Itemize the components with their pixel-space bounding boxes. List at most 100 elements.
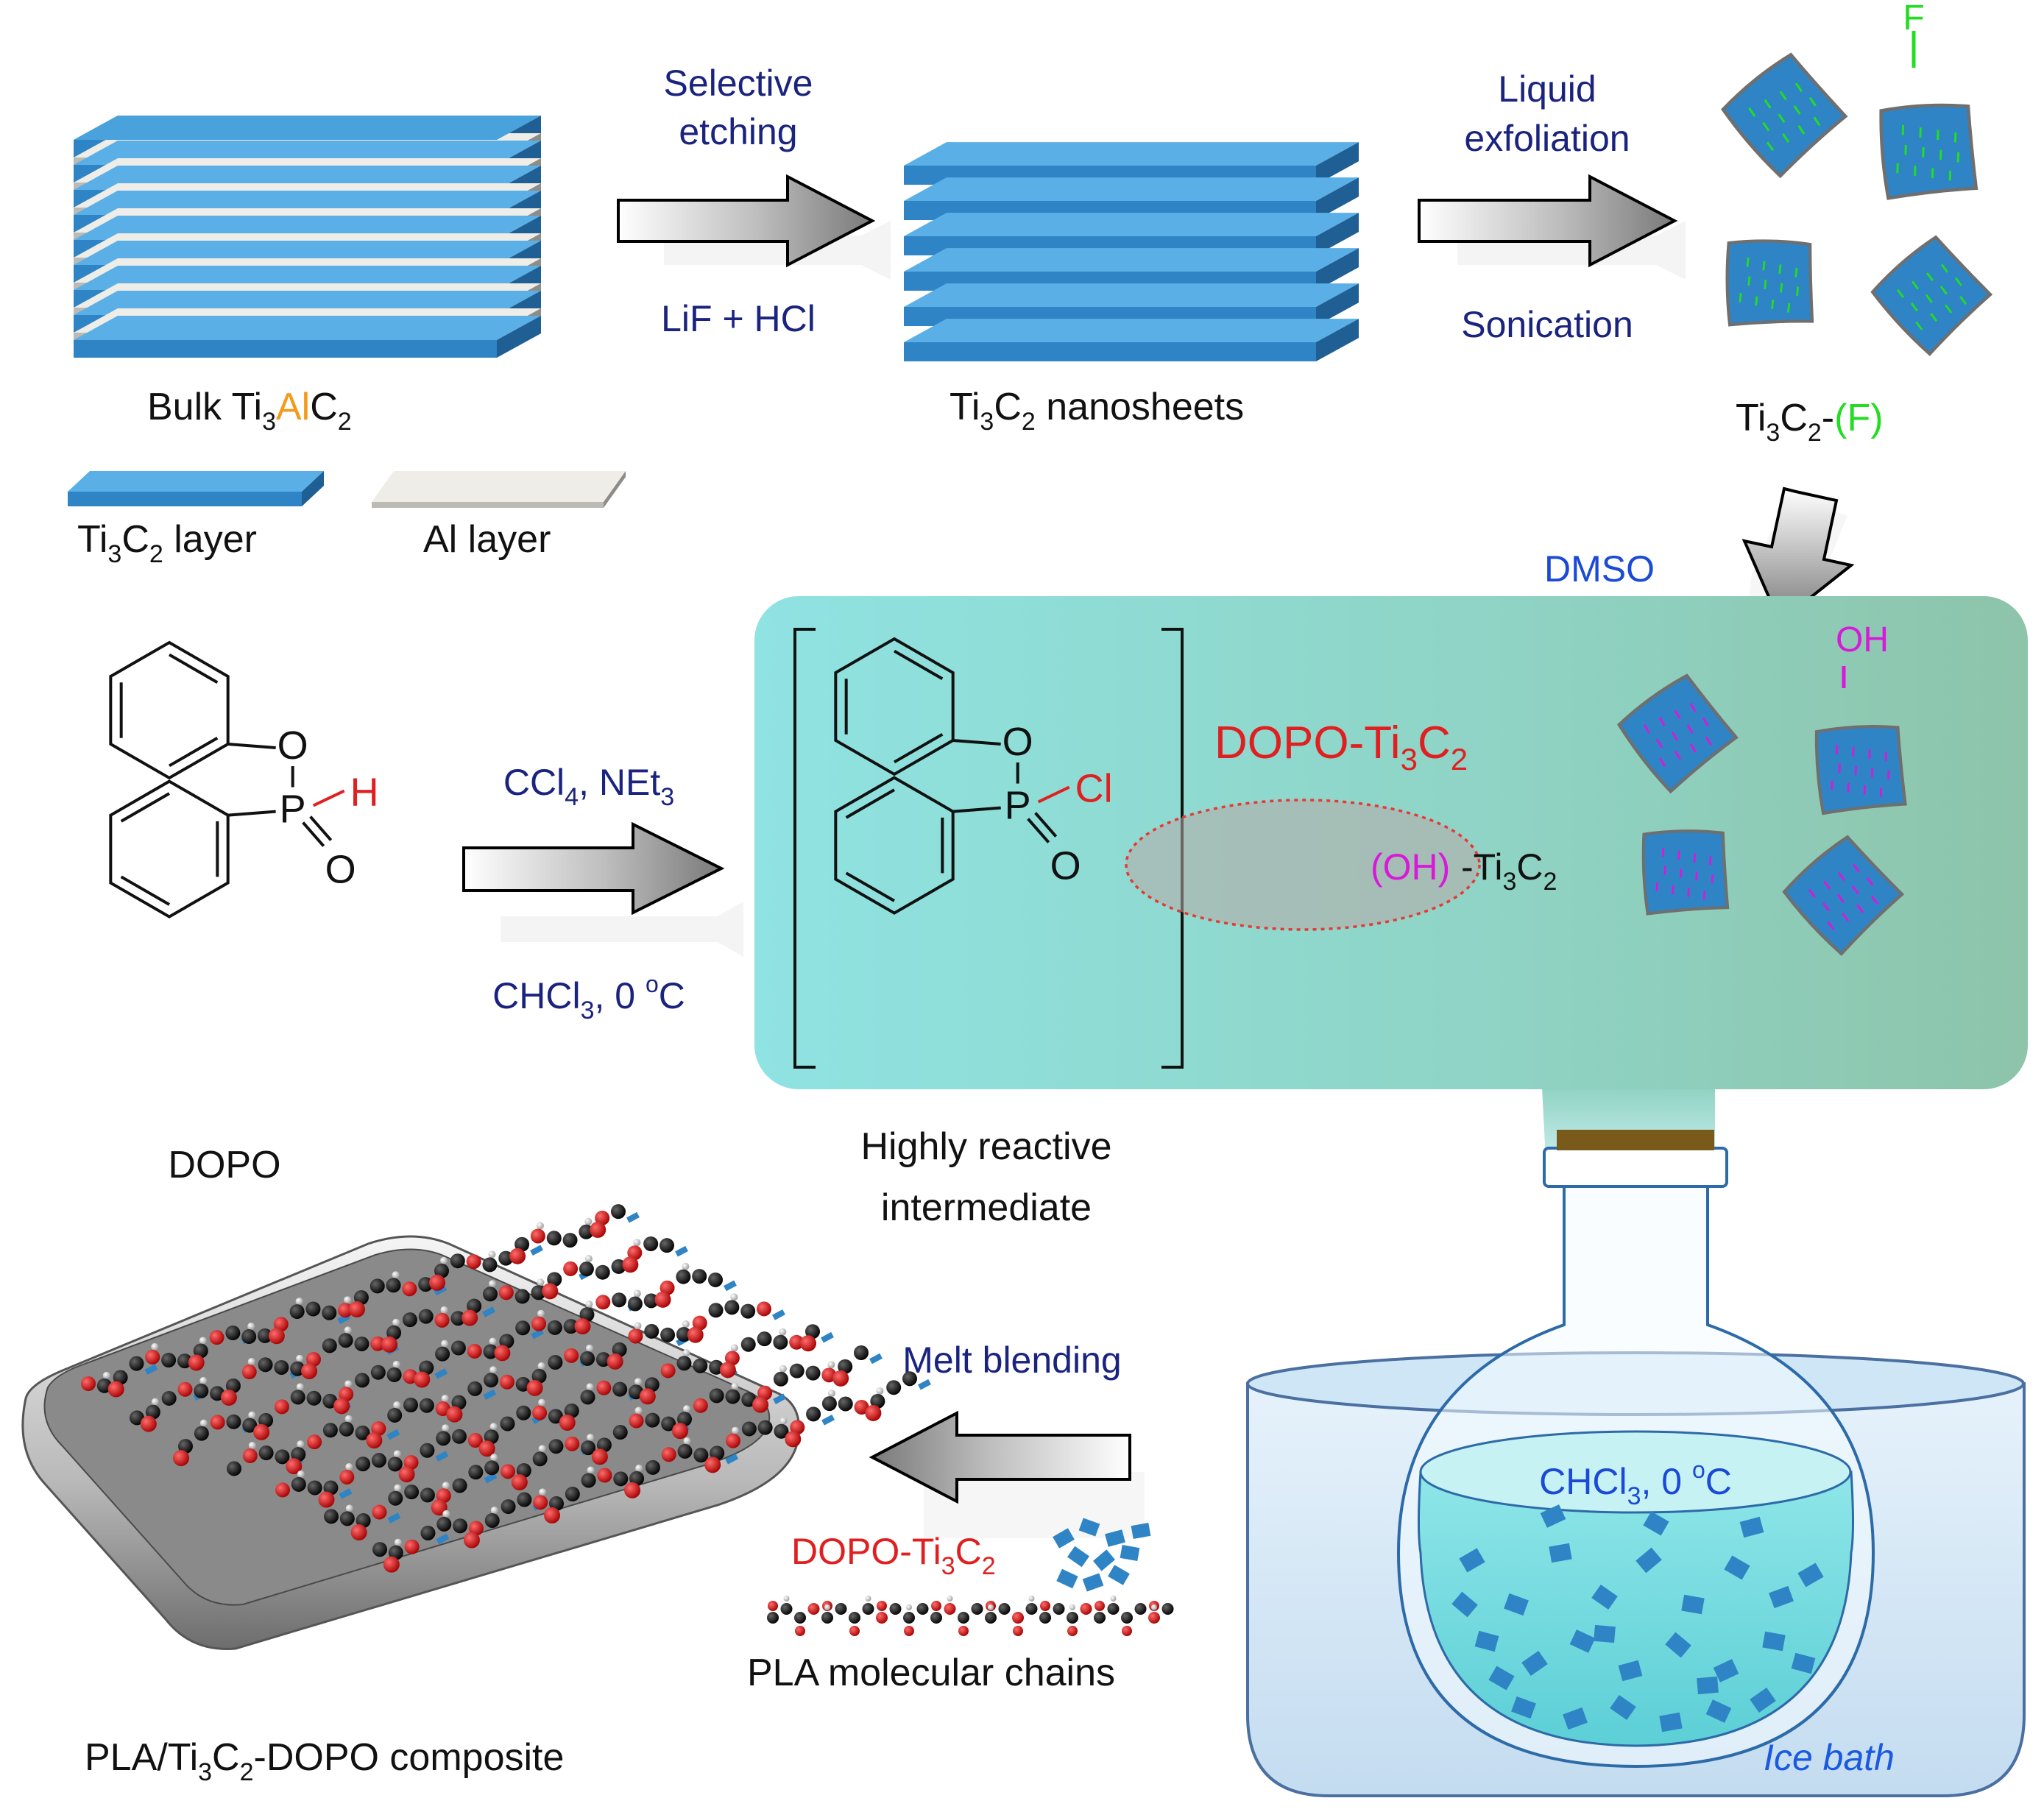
atom	[514, 1236, 530, 1252]
atom	[563, 1319, 579, 1334]
atom	[403, 1398, 418, 1413]
atom	[498, 1285, 514, 1300]
particle	[1569, 1629, 1596, 1653]
atom	[356, 1457, 371, 1472]
nanosheet-fragment	[626, 1211, 640, 1223]
atom	[414, 1371, 431, 1388]
atom	[241, 1365, 257, 1380]
atom	[420, 1525, 436, 1540]
atom	[531, 1316, 546, 1331]
atom	[590, 1221, 607, 1238]
ti3c2-label: -Ti3C2	[1461, 846, 1557, 896]
particle	[1618, 1660, 1643, 1682]
atom	[289, 1304, 305, 1320]
atom	[366, 1432, 383, 1449]
atom	[305, 1301, 321, 1317]
atom	[579, 1261, 594, 1277]
process-arrow-icon	[869, 1410, 1145, 1538]
flake	[1879, 103, 1978, 200]
nanosheet-fragment	[821, 1415, 835, 1426]
flake	[1721, 52, 1848, 179]
nanosheet-fragment	[531, 1328, 545, 1339]
phosphorus-atom: P	[280, 788, 306, 832]
atom	[789, 1363, 804, 1379]
atom	[612, 1381, 628, 1397]
oxygen-atom: O	[277, 723, 308, 768]
atom	[790, 1420, 805, 1435]
atom	[611, 1204, 626, 1220]
atom	[547, 1272, 562, 1287]
nanosheet-fragment	[435, 1451, 449, 1462]
pla-chain-icon	[81, 1204, 931, 1573]
atom	[194, 1426, 209, 1441]
oxygen-atom: O	[1050, 844, 1081, 888]
particle	[1504, 1593, 1529, 1616]
atom	[344, 1380, 353, 1388]
atom	[586, 1344, 593, 1352]
atom	[440, 1256, 448, 1264]
atom	[199, 1376, 208, 1384]
atom	[273, 1317, 289, 1332]
sonication-label: Sonication	[1461, 304, 1633, 345]
atom	[1107, 1603, 1120, 1615]
atom	[515, 1320, 531, 1336]
atom	[629, 1413, 644, 1429]
atom	[559, 1414, 576, 1431]
atom	[643, 1236, 659, 1251]
atom	[672, 1423, 688, 1440]
atom	[876, 1387, 884, 1395]
atom	[1039, 1612, 1051, 1624]
atom	[296, 1383, 304, 1391]
atom	[354, 1336, 369, 1351]
atom	[500, 1416, 515, 1431]
atom	[659, 1238, 674, 1253]
atom	[526, 1379, 543, 1396]
etching-label-1: Selective	[664, 63, 813, 104]
nanosheet-fragment	[821, 1331, 834, 1343]
atom	[318, 1491, 335, 1508]
substituent-atom: H	[350, 771, 379, 815]
atom	[958, 1612, 969, 1624]
atom	[484, 1460, 500, 1476]
particle	[1750, 1687, 1776, 1713]
atom	[547, 1320, 562, 1335]
atom	[542, 1283, 559, 1300]
atom	[779, 1365, 787, 1373]
atom	[436, 1431, 451, 1446]
atom	[644, 1377, 659, 1392]
nanosheet-fragment	[144, 1364, 158, 1375]
atom	[370, 1365, 386, 1380]
atom	[726, 1433, 740, 1448]
atom	[404, 1539, 420, 1554]
atom	[634, 1378, 642, 1386]
atom	[386, 1278, 401, 1293]
particle	[1451, 1591, 1478, 1618]
atom	[442, 1482, 450, 1490]
atom	[532, 1451, 548, 1467]
atom	[886, 1380, 902, 1395]
atom	[286, 1458, 303, 1475]
atom	[1148, 1612, 1160, 1624]
process-arrow-icon	[462, 821, 743, 957]
particle	[1591, 1584, 1618, 1610]
atom	[645, 1412, 660, 1428]
atom	[795, 1626, 805, 1636]
atom	[643, 1293, 659, 1309]
dmso-label: DMSO	[1544, 548, 1655, 590]
atom	[452, 1478, 467, 1493]
atom	[442, 1424, 450, 1432]
atom	[355, 1425, 370, 1440]
atom	[306, 1390, 322, 1406]
reagents-label: CCl4, NEt3	[503, 762, 674, 811]
atom	[827, 1361, 835, 1369]
atom	[511, 1474, 528, 1491]
atom	[467, 1298, 482, 1314]
atom	[140, 1415, 157, 1432]
atom	[1013, 1626, 1023, 1636]
atom	[677, 1443, 693, 1459]
atom	[490, 1454, 498, 1462]
atom	[345, 1462, 353, 1471]
atom	[613, 1471, 629, 1487]
atom	[876, 1612, 888, 1624]
